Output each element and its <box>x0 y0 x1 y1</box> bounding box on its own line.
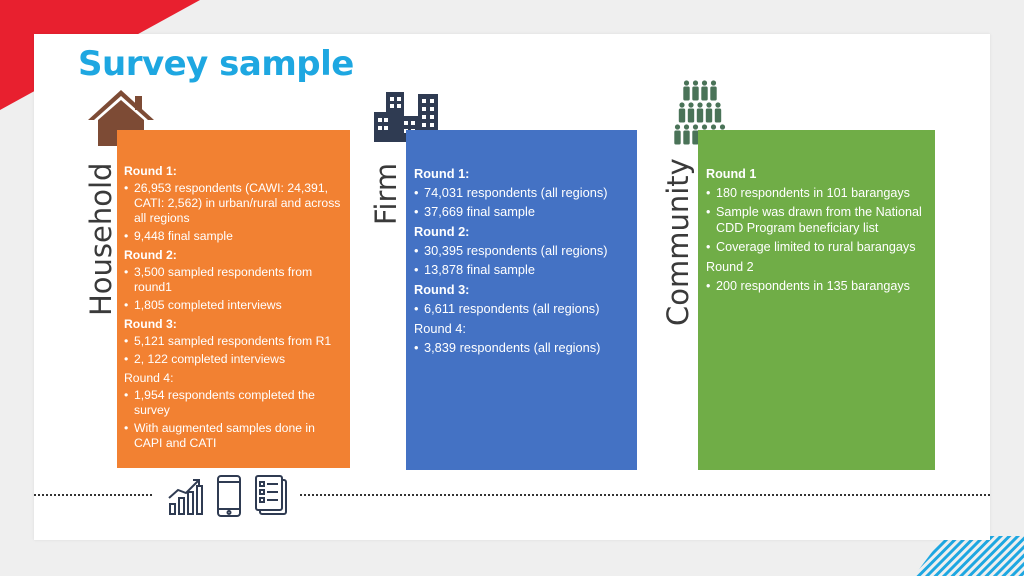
person-figure-body <box>692 86 699 101</box>
list-item: Sample was drawn from the National CDD P… <box>706 204 927 236</box>
community-label: Community <box>661 158 695 326</box>
person-figure-body <box>683 130 690 145</box>
person-figure-head <box>674 124 681 130</box>
firm-round1-heading: Round 1: <box>414 166 470 181</box>
list-item: 9,448 final sample <box>124 229 342 244</box>
firm-round4-heading: Round 4: <box>414 321 466 336</box>
list-item: 200 respondents in 135 barangays <box>706 278 927 294</box>
person-figure-body <box>692 130 699 145</box>
page-title: Survey sample <box>78 44 354 84</box>
divider-dots-right <box>300 494 990 496</box>
list-item: 5,121 sampled respondents from R1 <box>124 334 342 349</box>
list-item: 1,805 completed interviews <box>124 298 342 313</box>
person-figure-head <box>701 80 708 86</box>
list-item: 3,500 sampled respondents from round1 <box>124 265 342 295</box>
person-figure-body <box>674 130 681 145</box>
list-item: Coverage limited to rural barangays <box>706 239 927 255</box>
household-round2-heading: Round 2: <box>124 248 177 262</box>
person-figure-head <box>701 124 708 130</box>
firm-round2-heading: Round 2: <box>414 224 470 239</box>
person-figure-body <box>710 86 717 101</box>
list-item: 13,878 final sample <box>414 262 629 278</box>
community-round2-heading: Round 2 <box>706 260 754 274</box>
household-round1-heading: Round 1: <box>124 164 177 178</box>
survey-forms-icon <box>255 475 287 515</box>
person-figure-body <box>696 108 704 123</box>
person-figure-body <box>687 108 695 123</box>
list-item: 3,839 respondents (all regions) <box>414 340 629 356</box>
list-item: 2, 122 completed interviews <box>124 352 342 367</box>
person-figure-head <box>706 102 712 108</box>
person-figure-head <box>697 102 703 108</box>
person-figure-body <box>701 86 708 101</box>
community-panel: Round 1 180 respondents in 101 barangays… <box>698 130 935 470</box>
list-item: 6,611 respondents (all regions) <box>414 301 629 317</box>
person-figure-head <box>683 80 690 86</box>
person-figure-head <box>679 102 685 108</box>
household-round3-heading: Round 3: <box>124 317 177 331</box>
person-figure-head <box>715 102 721 108</box>
person-figure-body <box>714 108 722 123</box>
person-figure-body <box>705 108 713 123</box>
list-item: 74,031 respondents (all regions) <box>414 185 629 201</box>
corner-stripes-decoration <box>914 536 1024 576</box>
divider-dots-left <box>34 494 152 496</box>
list-item: 1,954 respondents completed the survey <box>124 388 342 418</box>
person-figure-head <box>683 124 690 130</box>
person-figure-head <box>692 124 699 130</box>
firm-round3-heading: Round 3: <box>414 282 470 297</box>
community-round1-heading: Round 1 <box>706 167 757 181</box>
list-item: With augmented samples done in CAPI and … <box>124 421 342 451</box>
person-figure-head <box>719 124 726 130</box>
household-label: Household <box>84 162 118 316</box>
person-figure-head <box>710 80 717 86</box>
person-figure-body <box>683 86 690 101</box>
person-figure-body <box>678 108 686 123</box>
list-item: 180 respondents in 101 barangays <box>706 185 927 201</box>
person-figure-head <box>710 124 717 130</box>
list-item: 30,395 respondents (all regions) <box>414 243 629 259</box>
growth-chart-icon <box>168 479 203 515</box>
firm-label: Firm <box>369 162 403 226</box>
household-round4-heading: Round 4: <box>124 371 174 385</box>
list-item: 37,669 final sample <box>414 204 629 220</box>
household-panel: Round 1: 26,953 respondents (CAWI: 24,39… <box>117 130 350 468</box>
person-figure-head <box>692 80 699 86</box>
mobile-phone-icon <box>217 475 241 517</box>
list-item: 26,953 respondents (CAWI: 24,391, CATI: … <box>124 181 342 226</box>
firm-panel: Round 1: 74,031 respondents (all regions… <box>406 130 637 470</box>
person-figure-head <box>688 102 694 108</box>
